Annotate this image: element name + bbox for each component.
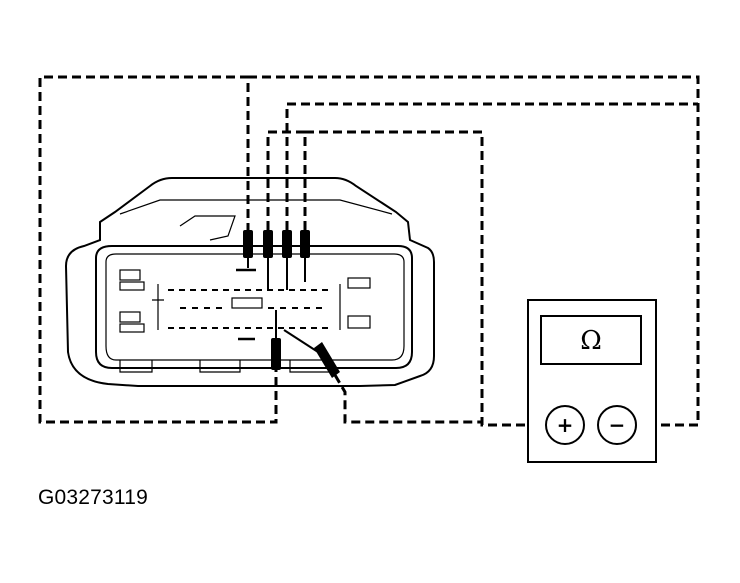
- meter-negative-terminal: [597, 405, 637, 445]
- connector-inner-frame-2: [105, 253, 405, 361]
- wiring-harness: [38, 75, 700, 427]
- separator-left: [152, 284, 164, 330]
- meter-negative-label: −: [609, 413, 626, 437]
- wire-left-loop: [38, 75, 278, 424]
- probe-4: [300, 230, 310, 282]
- test-probes: [243, 230, 340, 378]
- terminal-slot-left-upper: [119, 269, 141, 281]
- connector-inner-frame: [95, 245, 413, 369]
- meter-display: [540, 315, 642, 365]
- terminal-slot-right-lower: [347, 315, 371, 329]
- meter-display-symbol: Ω: [580, 326, 602, 356]
- figure-id-label: G03273119: [38, 486, 149, 509]
- connector-outer-shell: [64, 177, 435, 387]
- probe-lower-left: [271, 310, 281, 370]
- terminal-slot-right-upper: [347, 277, 371, 289]
- wire-third-to-meter-positive: [303, 130, 540, 427]
- probe-2: [263, 230, 273, 290]
- wire-top-to-meter-negative: [248, 75, 700, 427]
- connector-center-key: [231, 297, 263, 309]
- multimeter: Ω + −: [527, 299, 657, 463]
- wire-fourth: [266, 130, 305, 230]
- terminal-slot-left-lower-b: [119, 323, 145, 333]
- meter-positive-terminal: [545, 405, 585, 445]
- connector-latch: [179, 215, 236, 241]
- meter-positive-label: +: [557, 413, 574, 437]
- connector: [64, 177, 435, 387]
- terminal-slot-left-upper-b: [119, 281, 145, 291]
- probe-1: [243, 230, 253, 268]
- wire-second: [285, 102, 698, 230]
- connector-top-ridge: [119, 199, 393, 215]
- probe-lower-right: [283, 329, 340, 378]
- connector-bottom-tabs: [119, 360, 331, 373]
- terminal-slot-left-lower: [119, 311, 141, 323]
- wire-probe-to-meter: [333, 374, 482, 424]
- probe-3: [282, 230, 292, 290]
